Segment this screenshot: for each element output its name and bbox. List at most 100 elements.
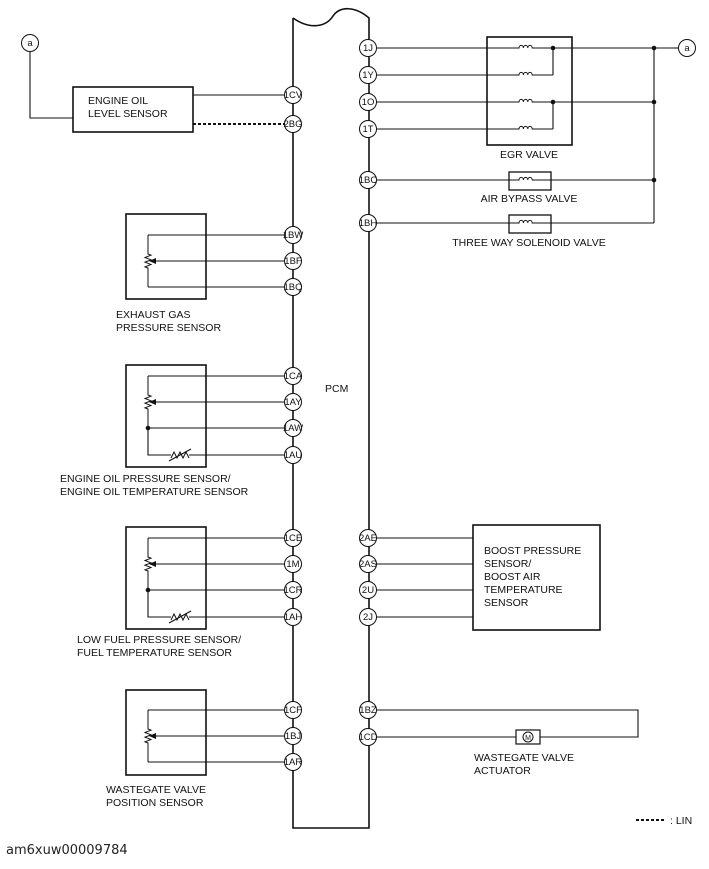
pin-circle-2ae	[359, 529, 377, 547]
pcm-body	[292, 7, 370, 829]
boost-pressure-sensor-label-line-3: BOOST AIR	[484, 571, 541, 583]
wire-fuel-temp-return	[147, 590, 171, 618]
motor-icon	[522, 731, 534, 743]
engine-oil-level-sensor-label-line-2: LEVEL SENSOR	[88, 108, 168, 120]
boost-pressure-sensor-label-line-2: SENSOR/	[484, 558, 531, 570]
pin-label-2ae: 2AE	[359, 533, 377, 544]
pin-label-2bg: 2BG	[283, 119, 302, 130]
egr-valve-box	[486, 36, 573, 146]
wire-engine-oil-temp-return	[147, 428, 171, 456]
wastegate-position-wiper-arrow	[149, 733, 156, 739]
pin-circle-1j	[359, 39, 377, 57]
bus-junction-1	[651, 45, 657, 51]
pin-circle-1ar	[284, 753, 302, 771]
air-bypass-coil	[516, 176, 536, 181]
pin-circle-1ce	[284, 529, 302, 547]
egr-coil-1	[516, 44, 536, 49]
pin-label-1aw: 1AW	[283, 423, 303, 434]
pin-circle-1aw	[284, 419, 302, 437]
pin-label-1ay: 1AY	[284, 397, 302, 408]
pin-circle-1bc	[359, 171, 377, 189]
exhaust-gas-wiper-arrow	[149, 258, 156, 264]
pin-circle-2bg	[284, 115, 302, 133]
pin-circle-1cr	[284, 581, 302, 599]
three-way-solenoid-coil	[516, 219, 536, 224]
pin-circle-2as	[359, 555, 377, 573]
pin-circle-1m	[284, 555, 302, 573]
pin-label-1j: 1J	[363, 43, 373, 54]
low-fuel-pressure-sensor-label-line-1: LOW FUEL PRESSURE SENSOR/	[77, 634, 241, 646]
egr-coil-3	[516, 98, 536, 103]
low-fuel-pressure-sensor-label-line-2: FUEL TEMPERATURE SENSOR	[77, 647, 232, 659]
figure-id: am6xuw00009784	[6, 843, 128, 858]
fuel-thermistor-slash	[168, 610, 192, 624]
pin-circle-1au	[284, 446, 302, 464]
engine-oil-pressure-junction	[145, 425, 151, 431]
connector-a-right-label: a	[684, 43, 690, 54]
wastegate-valve-actuator-label-line-1: WASTEGATE VALVE	[474, 752, 574, 764]
pin-label-1ah: 1AH	[284, 612, 303, 623]
pin-circle-1bj	[284, 727, 302, 745]
pin-label-1bc: 1BC	[359, 175, 378, 186]
wastegate-valve-position-sensor-label-line-2: POSITION SENSOR	[106, 797, 204, 809]
pin-label-1cd: 1CD	[358, 732, 377, 743]
pin-label-1ar: 1AR	[284, 757, 303, 768]
pin-label-1bf: 1BF	[284, 256, 302, 267]
egr-junction-1	[550, 45, 556, 51]
motor-symbol-label: M	[525, 735, 531, 742]
wastegate-actuator-box	[515, 729, 541, 745]
pin-label-1ca: 1CA	[284, 371, 303, 382]
pin-label-1t: 1T	[362, 124, 373, 135]
bus-junction-2	[651, 99, 657, 105]
pin-label-1cf: 1CF	[284, 705, 302, 716]
engine-oil-pressure-sensor-label-line-2: ENGINE OIL TEMPERATURE SENSOR	[60, 486, 249, 498]
pin-label-1bh: 1BH	[359, 218, 378, 229]
air-bypass-valve-label-line-1: AIR BYPASS VALVE	[481, 193, 578, 205]
boost-pressure-sensor-label-line-1: BOOST PRESSURE	[484, 545, 581, 557]
pin-circle-1bf	[284, 252, 302, 270]
wastegate-valve-position-sensor-box	[125, 689, 207, 776]
connector-a-right-circle	[678, 39, 696, 57]
pin-circle-1y	[359, 66, 377, 84]
egr-coil-2	[516, 71, 536, 76]
pin-label-2as: 2AS	[359, 559, 377, 570]
pin-circle-1cf	[284, 701, 302, 719]
exhaust-gas-pressure-sensor-box	[125, 213, 207, 300]
exhaust-gas-pressure-sensor-label-line-2: PRESSURE SENSOR	[116, 322, 221, 334]
wire-connector-a-left	[29, 52, 73, 119]
pin-circle-2j	[359, 608, 377, 626]
egr-junction-2	[550, 99, 556, 105]
engine-oil-thermistor	[170, 450, 190, 460]
connector-a-left-label: a	[27, 38, 33, 49]
boost-pressure-sensor-label-line-5: SENSOR	[484, 597, 529, 609]
wastegate-position-potentiometer	[143, 710, 153, 762]
connector-a-left-circle	[21, 34, 39, 52]
fuel-thermistor	[170, 612, 190, 622]
low-fuel-pressure-wiper-arrow	[149, 561, 156, 567]
pin-circle-1cv	[284, 86, 302, 104]
wastegate-valve-position-sensor-label-line-1: WASTEGATE VALVE	[106, 784, 206, 796]
pin-circle-2u	[359, 581, 377, 599]
pin-label-1bq: 1BQ	[283, 282, 302, 293]
wire-1bz	[368, 709, 639, 738]
legend-lin-label: : LIN	[670, 815, 692, 827]
pin-circle-1t	[359, 120, 377, 138]
engine-oil-thermistor-slash	[168, 448, 192, 462]
boost-pressure-sensor-box	[472, 524, 601, 631]
pin-label-1bz: 1BZ	[359, 705, 377, 716]
low-fuel-pressure-potentiometer	[143, 538, 153, 590]
pin-circle-1bq	[284, 278, 302, 296]
pin-label-2u: 2U	[362, 585, 374, 596]
pin-label-1cv: 1CV	[284, 90, 303, 101]
air-bypass-valve-box	[508, 171, 552, 191]
exhaust-gas-potentiometer	[143, 235, 153, 287]
engine-oil-level-sensor-label-line-1: ENGINE OIL	[88, 95, 148, 107]
pin-circle-1bw	[284, 226, 302, 244]
engine-oil-pressure-sensor-label-line-1: ENGINE OIL PRESSURE SENSOR/	[60, 473, 231, 485]
boost-pressure-sensor-label-line-4: TEMPERATURE	[484, 584, 563, 596]
engine-oil-level-sensor-box	[72, 86, 194, 133]
pin-label-1bw: 1BW	[283, 230, 304, 241]
low-fuel-pressure-junction	[145, 587, 151, 593]
engine-oil-pressure-wiper-arrow	[149, 399, 156, 405]
three-way-solenoid-valve-label-line-1: THREE WAY SOLENOID VALVE	[452, 237, 605, 249]
